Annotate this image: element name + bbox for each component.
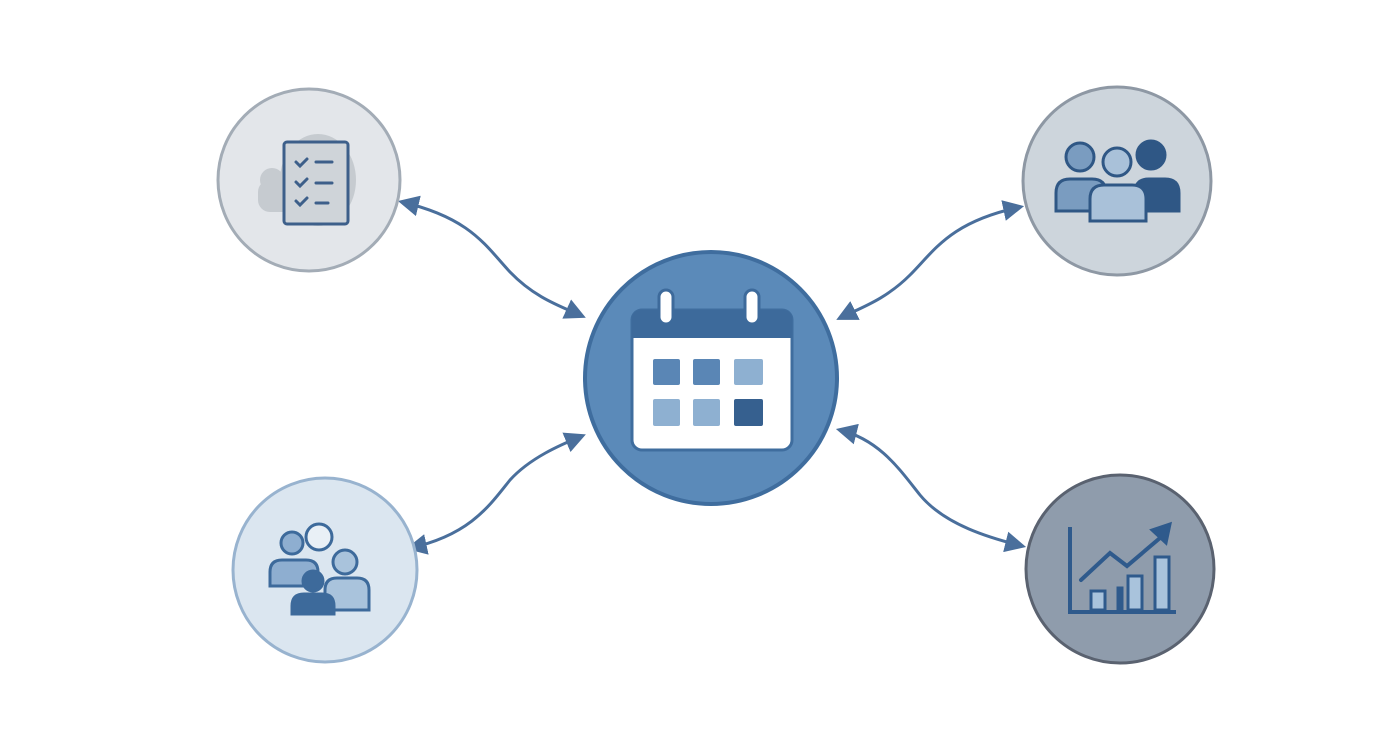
connector-bottom-left: [405, 432, 586, 555]
checklist-node: [216, 87, 402, 273]
team-node: [1021, 85, 1213, 277]
checklist-icon: [258, 134, 356, 226]
calendar-icon: [630, 288, 794, 452]
calendar-node: [583, 250, 839, 506]
growth-chart-icon: [1068, 521, 1176, 614]
group-chat-node: [231, 476, 419, 664]
connector-top-left: [397, 195, 586, 319]
connector-top-right: [836, 200, 1025, 320]
connector-bottom-right: [835, 423, 1027, 553]
growth-chart-node: [1024, 473, 1216, 665]
group-chat-icon: [268, 522, 371, 616]
team-icon: [1054, 139, 1181, 223]
